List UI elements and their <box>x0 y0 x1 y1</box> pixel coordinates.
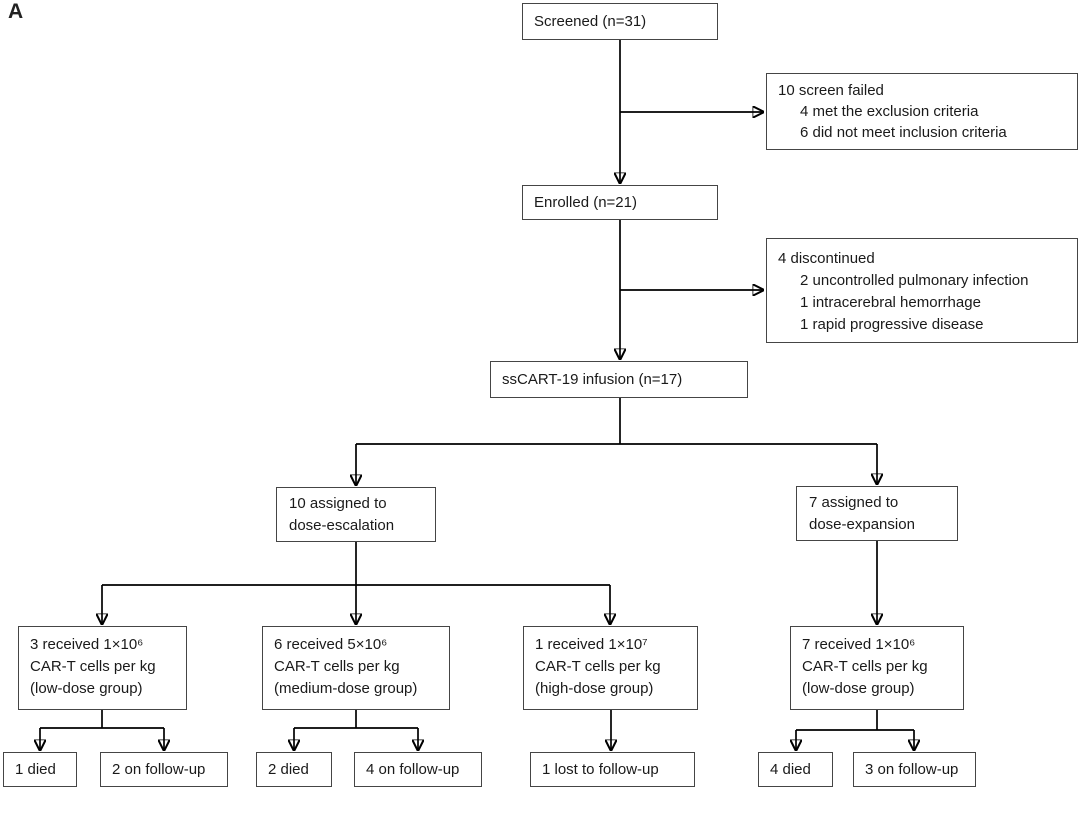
screen-failed-title: 10 screen failed <box>778 82 884 99</box>
flow-box-discontinued: 4 discontinued 2 uncontrolled pulmonary … <box>766 238 1078 343</box>
screen-failed-item: 6 did not meet inclusion criteria <box>800 124 1007 141</box>
dose-expansion-line: dose-expansion <box>809 516 915 533</box>
flow-box-medium-died: 2 died <box>256 752 332 787</box>
dose-escalation-line: 10 assigned to <box>289 495 387 512</box>
screened-label: Screened (n=31) <box>534 13 647 30</box>
high-dose-line: (high-dose group) <box>535 680 654 697</box>
dose-expansion-line: 7 assigned to <box>809 494 899 511</box>
flow-box-low-died: 1 died <box>3 752 77 787</box>
expansion-low-dose-line: (low-dose group) <box>802 680 915 697</box>
low-followup-label: 2 on follow-up <box>112 761 206 778</box>
discontinued-title: 4 discontinued <box>778 250 875 267</box>
medium-dose-line: 6 received 5×10⁶ <box>274 636 388 653</box>
enrolled-label: Enrolled (n=21) <box>534 194 637 211</box>
flow-box-expansion-low-dose: 7 received 1×10⁶ CAR-T cells per kg (low… <box>790 626 964 710</box>
flow-box-infusion: ssCART-19 infusion (n=17) <box>490 361 748 398</box>
expansion-low-dose-line: CAR-T cells per kg <box>802 658 928 675</box>
low-dose-line: (low-dose group) <box>30 680 143 697</box>
expansion-died-label: 4 died <box>770 761 811 778</box>
medium-followup-label: 4 on follow-up <box>366 761 460 778</box>
flow-box-expansion-followup: 3 on follow-up <box>853 752 976 787</box>
panel-label: A <box>8 0 24 23</box>
high-dose-line: 1 received 1×10⁷ <box>535 636 648 653</box>
flow-box-screen-failed: 10 screen failed 4 met the exclusion cri… <box>766 73 1078 150</box>
screen-failed-item: 4 met the exclusion criteria <box>800 103 979 120</box>
expansion-low-dose-line: 7 received 1×10⁶ <box>802 636 916 653</box>
medium-dose-line: CAR-T cells per kg <box>274 658 400 675</box>
flow-box-dose-escalation: 10 assigned to dose-escalation <box>276 487 436 542</box>
flow-box-low-dose: 3 received 1×10⁶ CAR-T cells per kg (low… <box>18 626 187 710</box>
discontinued-item: 2 uncontrolled pulmonary infection <box>800 272 1029 289</box>
flow-box-low-followup: 2 on follow-up <box>100 752 228 787</box>
low-dose-line: 3 received 1×10⁶ <box>30 636 144 653</box>
high-dose-line: CAR-T cells per kg <box>535 658 661 675</box>
infusion-label: ssCART-19 infusion (n=17) <box>502 371 683 388</box>
medium-died-label: 2 died <box>268 761 309 778</box>
medium-dose-line: (medium-dose group) <box>274 680 418 697</box>
flow-box-high-dose: 1 received 1×10⁷ CAR-T cells per kg (hig… <box>523 626 698 710</box>
expansion-followup-label: 3 on follow-up <box>865 761 959 778</box>
flow-box-screened: Screened (n=31) <box>522 3 718 40</box>
low-died-label: 1 died <box>15 761 56 778</box>
flow-box-medium-followup: 4 on follow-up <box>354 752 482 787</box>
discontinued-item: 1 intracerebral hemorrhage <box>800 294 981 311</box>
flow-box-dose-expansion: 7 assigned to dose-expansion <box>796 486 958 541</box>
low-dose-line: CAR-T cells per kg <box>30 658 156 675</box>
flow-box-high-lost: 1 lost to follow-up <box>530 752 695 787</box>
flow-box-medium-dose: 6 received 5×10⁶ CAR-T cells per kg (med… <box>262 626 450 710</box>
flow-box-enrolled: Enrolled (n=21) <box>522 185 718 220</box>
high-lost-label: 1 lost to follow-up <box>542 761 659 778</box>
discontinued-item: 1 rapid progressive disease <box>800 316 984 333</box>
dose-escalation-line: dose-escalation <box>289 517 395 534</box>
flow-box-expansion-died: 4 died <box>758 752 833 787</box>
